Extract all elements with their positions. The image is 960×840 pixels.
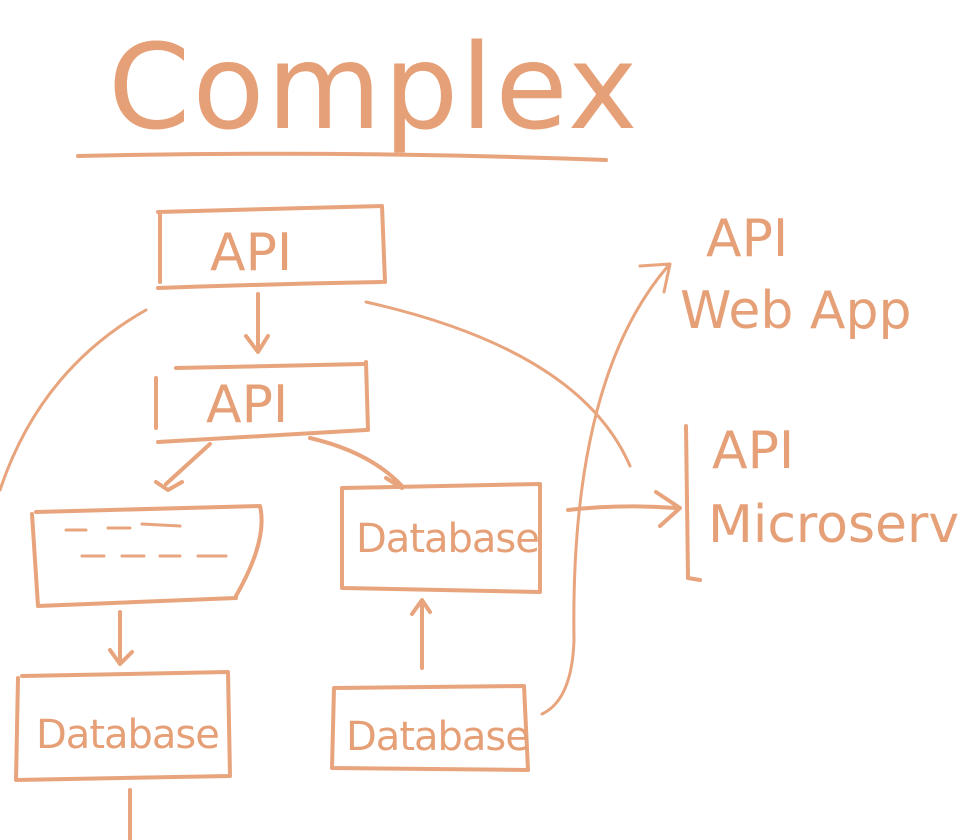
api-top-node: API	[156, 204, 387, 290]
web-app-line2: Web App	[680, 281, 912, 341]
arrow-db-to-webapp	[540, 262, 672, 716]
database-center-node: Database	[340, 482, 542, 594]
api-top-label: API	[210, 223, 292, 283]
arrow-api-to-placeholder	[154, 442, 212, 492]
database-bottom-center-label: Database	[346, 714, 529, 760]
microservice-line2: Microservice	[708, 495, 960, 555]
database-bottom-left-label: Database	[36, 712, 219, 758]
curve-left	[0, 308, 148, 492]
api-mid-node: API	[154, 360, 370, 444]
placeholder-node	[30, 504, 264, 608]
web-app-line1: API	[706, 209, 788, 269]
arrow-api-to-api	[244, 292, 270, 354]
database-bottom-left-node: Database	[14, 670, 232, 782]
arrow-api-to-database	[308, 436, 404, 490]
title-underline	[76, 151, 608, 162]
microservice-line1: API	[712, 421, 794, 481]
target-microservice: API Microservice	[684, 421, 960, 582]
arrow-db-to-microservice	[566, 490, 682, 528]
diagram-title: Complex	[108, 18, 640, 156]
api-mid-label: API	[206, 375, 288, 435]
database-center-label: Database	[356, 516, 539, 562]
arrow-placeholder-to-database	[108, 610, 134, 666]
database-bottom-center-node: Database	[330, 684, 530, 772]
curve-api-to-microservice	[364, 300, 632, 468]
target-web-app: API Web App	[680, 209, 912, 341]
arrow-db-to-db	[410, 598, 432, 670]
